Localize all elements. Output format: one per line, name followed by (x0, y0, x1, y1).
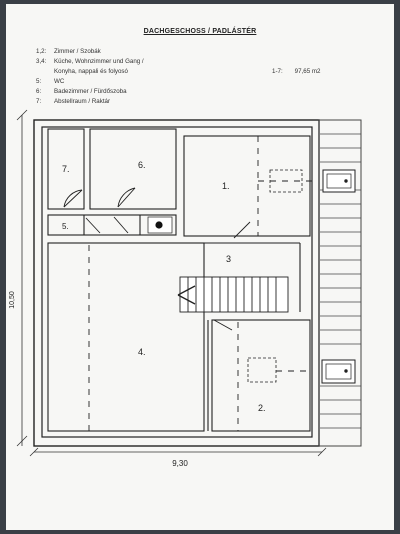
staircase (177, 276, 289, 313)
area-range: 1-7: (272, 68, 283, 75)
legend-text: Zimmer / Szobák (54, 48, 101, 55)
doors (63, 187, 251, 331)
total-area: 1-7: 97,65 m2 (272, 68, 332, 75)
room-label-4: 4. (138, 347, 146, 357)
toilet-fixture (147, 216, 173, 234)
legend-key: 3,4: (36, 58, 47, 65)
legend-text: Küche, Wohnzimmer und Gang / (54, 58, 144, 65)
dimension-lines (16, 109, 327, 457)
skylight-windows (321, 169, 356, 384)
legend-text: WC (54, 78, 65, 85)
roof-slope-lines (88, 136, 312, 431)
legend-key: 5: (36, 78, 42, 85)
legend-text: Abstellraum / Raktár (54, 98, 111, 105)
area-value: 97,65 m2 (294, 68, 321, 75)
legend-key: 6: (36, 88, 42, 95)
room-label-7: 7. (62, 164, 70, 174)
legend-text: Badezimmer / Fürdőszoba (54, 88, 127, 95)
room-label-5: 5. (62, 222, 69, 231)
roof-windows (247, 169, 303, 383)
room-label-6: 6. (138, 160, 146, 170)
drawing-sheet: DACHGESCHOSS / PADLÁSTÉR 1,2: Zimmer / S… (6, 4, 394, 530)
dimension-width: 9,30 (172, 459, 188, 468)
room-label-2: 2. (258, 403, 266, 413)
room-label-1: 1. (222, 181, 230, 191)
legend-key: 7: (36, 98, 42, 105)
interior-walls (47, 128, 311, 432)
room-label-3: 3 (226, 254, 231, 264)
balcony-hatching (318, 119, 362, 447)
legend-key: 1,2: (36, 48, 47, 55)
legend-text: Konyha, nappali és folyosó (54, 68, 128, 75)
dimension-height: 10,50 (9, 291, 16, 309)
plan-title: DACHGESCHOSS / PADLÁSTÉR (143, 28, 257, 35)
